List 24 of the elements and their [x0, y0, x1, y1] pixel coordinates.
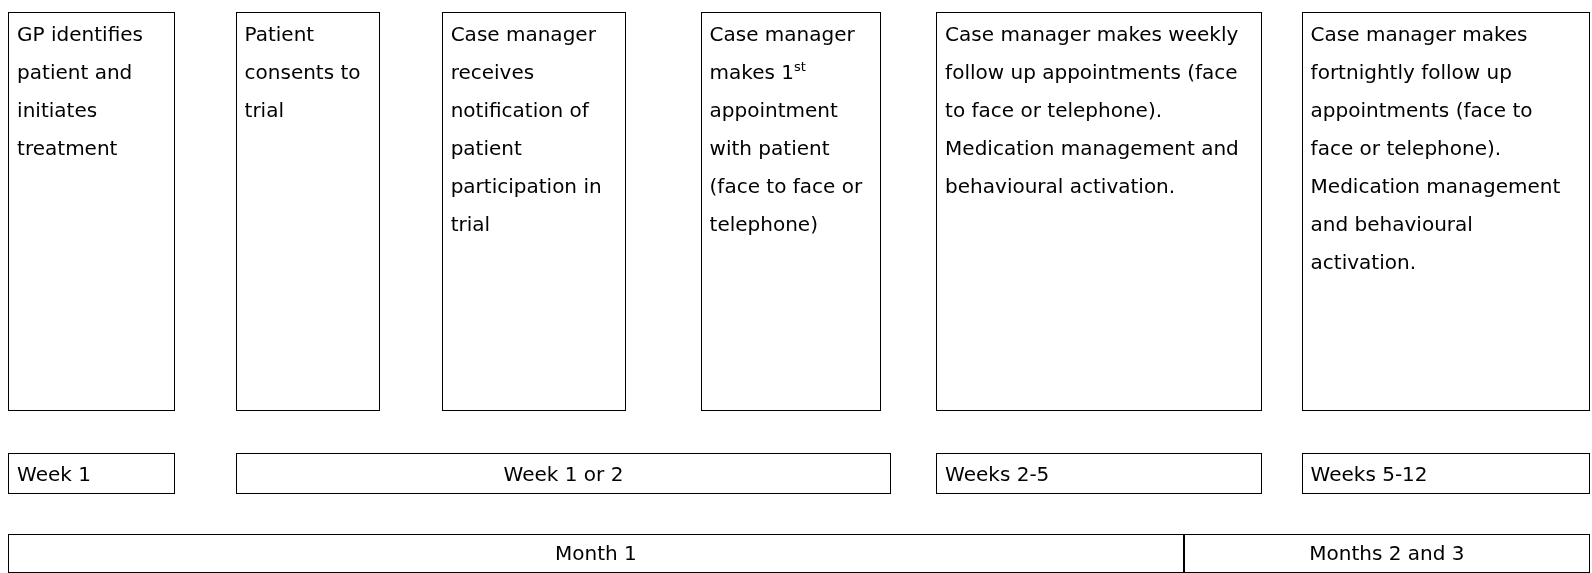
step-box [936, 12, 1262, 412]
week-label: Week 1 [17, 460, 91, 488]
week-box [235, 452, 892, 495]
week-box [8, 452, 175, 495]
step-text: Patient consents to trial [244, 21, 362, 125]
month-label: Month 1 [555, 540, 637, 568]
step-text: Case manager makes weekly follow up appointments (face to face or telephone). Medication management and behavioural activation. [945, 21, 1240, 201]
week-label: Week 1 or 2 [503, 460, 624, 488]
week-box [936, 452, 1262, 495]
step-box [8, 12, 175, 412]
step-box [441, 12, 627, 412]
step-text: Case manager makes 1$^{st}$ appointment with patient (face to face or telephone) [709, 21, 864, 239]
month-box [8, 534, 1184, 573]
step-box [1301, 12, 1590, 412]
month-label: Months 2 and 3 [1309, 540, 1465, 568]
step-box [700, 12, 882, 412]
step-text: GP identifies patient and initiates treatment [17, 21, 144, 163]
week-label: Weeks 2-5 [945, 460, 1050, 488]
week-box [1301, 452, 1590, 495]
month-box [1183, 534, 1590, 573]
step-text: Case manager receives notification of patient participation in trial [450, 21, 603, 239]
week-label: Weeks 5-12 [1310, 460, 1428, 488]
step-box [235, 12, 380, 412]
step-text: Case manager makes fortnightly follow up appointments (face to face or telephone). Medication management and behavioural activation. [1310, 21, 1562, 277]
